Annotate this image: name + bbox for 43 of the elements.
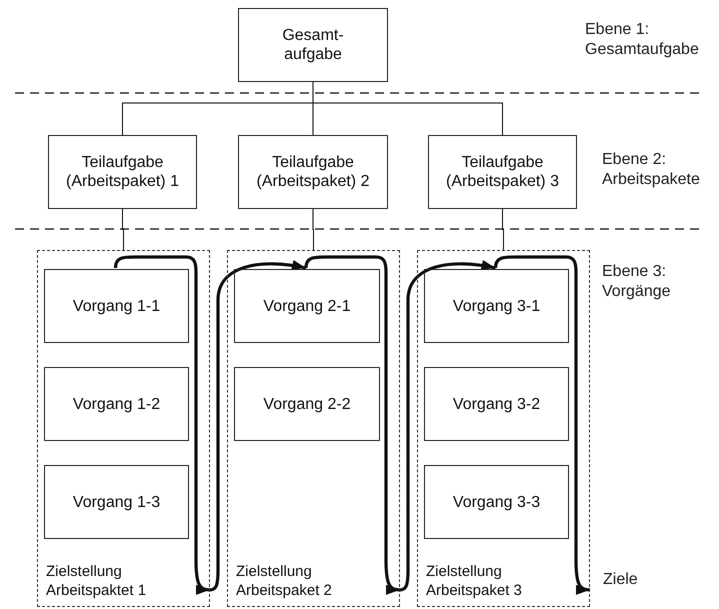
box-label: Vorgang 1-2 (72, 394, 160, 414)
curved-arrow (304, 255, 400, 594)
activity-box (44, 367, 189, 441)
dashed-group-box (417, 250, 590, 607)
box-label: Gesamt- aufgabe (281, 26, 345, 64)
activity-box (424, 465, 569, 539)
box-label: Vorgang 3-1 (452, 296, 540, 316)
curved-arrow (114, 255, 210, 594)
task-box (238, 8, 388, 82)
box-label: Teilaufgabe (Arbeitspaket) 2 (256, 153, 370, 191)
box-label: Teilaufgabe (Arbeitspaket) 1 (66, 153, 179, 191)
connector-line (312, 82, 503, 136)
box-label: Vorgang 3-2 (452, 394, 540, 414)
activity-box (44, 465, 189, 539)
connector-line (312, 208, 314, 250)
box-label: Vorgang 1-3 (72, 492, 160, 512)
group-label: Zielstellung Arbeitspaket 3 (426, 562, 523, 600)
activity-box (234, 367, 380, 441)
activity-box (424, 269, 569, 343)
box-label: Teilaufgabe (Arbeitspaket) 3 (446, 153, 559, 191)
box-label: Vorgang 2-2 (263, 394, 351, 414)
connector-line (122, 208, 124, 250)
dashed-group-box (227, 250, 400, 607)
curved-arrow (400, 260, 496, 592)
task-box (238, 135, 388, 209)
curved-arrow (210, 260, 306, 592)
box-label: Vorgang 1-1 (72, 296, 160, 316)
level-label: Ziele (603, 570, 639, 590)
activity-box (44, 269, 189, 343)
group-label: Zielstellung Arbeitspaktet 1 (46, 562, 148, 600)
task-box (48, 135, 197, 209)
box-label: Vorgang 3-3 (452, 492, 540, 512)
group-label: Zielstellung Arbeitspaket 2 (236, 562, 333, 600)
connector-line (502, 208, 504, 250)
curved-arrow (494, 255, 590, 594)
level-label: Ebene 3: Vorgänge (602, 262, 672, 302)
level-label: Ebene 1: Gesamtaufgabe (585, 20, 700, 60)
dashed-group-box (37, 250, 210, 607)
activity-box (424, 367, 569, 441)
box-label: Vorgang 2-1 (263, 296, 351, 316)
level-label: Ebene 2: Arbeitspakete (602, 150, 701, 190)
task-box (428, 135, 577, 209)
activity-box (234, 269, 380, 343)
